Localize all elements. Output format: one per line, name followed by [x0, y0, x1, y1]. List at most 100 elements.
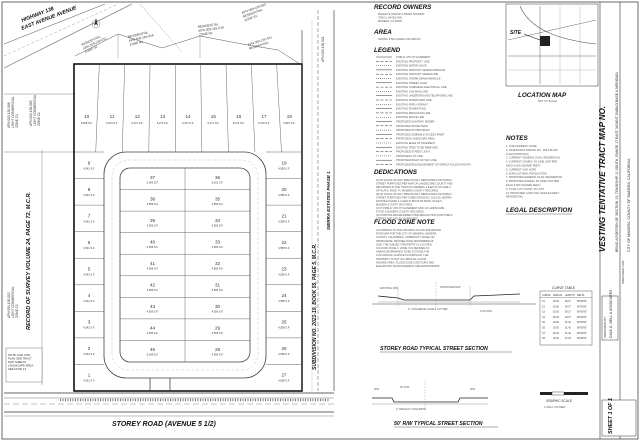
dedication-line: RECORDED IN THE TOWN OF MADERA, FILED IN…: [376, 185, 451, 189]
legend-item: PROPOSED RIGHT OF WAY LINE: [396, 158, 437, 162]
note-line: EACH 6,000 SQUARE FEET): [506, 164, 540, 168]
lot-number: 22: [281, 240, 287, 245]
west-parcel-label-2: APN 009-130-065LIGHT COMMERCIALZONE C1: [29, 94, 41, 126]
lot-area: 4,556 S.F.: [147, 267, 159, 271]
curve-cell: 90°00'00": [577, 306, 587, 308]
right-zone-label: APN 009-130-011: [321, 36, 325, 62]
legend-item: EXISTING STREET LIGHT: [396, 81, 428, 85]
note-line: RESIDENTIAL: [506, 195, 524, 199]
lot-number: 20: [281, 187, 287, 192]
lot-area: 4,541 S.F.: [83, 273, 95, 277]
lot-number: 21: [281, 213, 287, 218]
curve-cell: 20.00: [553, 322, 559, 324]
legend-item: EXISTING PROPERTY LINE: [396, 59, 430, 63]
owner-line-2: 7565 N. HAYES AVE.: [378, 16, 403, 20]
curve-cell: 20.00: [553, 338, 559, 340]
dedication-line: STREET PURPOSES PER MAP OF LANDSCORE COU…: [376, 182, 453, 186]
site-marker: [540, 36, 550, 46]
flood-line: HAZARD AREA. FLOOD ZONE CONTOURS AND: [376, 260, 434, 264]
area-line: GROSS: 9.56± ACRES (416,399 SF): [378, 37, 421, 41]
lot-number: 15: [211, 114, 217, 119]
lot-number: 45: [150, 347, 156, 352]
lot-number: 37: [150, 175, 156, 180]
dedication-line: (A) 50' RIGHT-OF-WAY PREVIOUSLY DEDICATE…: [376, 178, 452, 182]
legend-heading: LEGEND: [374, 47, 401, 54]
location-map-box: [505, 3, 599, 87]
lot-number: 4: [88, 293, 91, 298]
curve-cell: C8: [542, 338, 546, 340]
note-line: 6. AGRICULTURAL PRODUCTION: [506, 171, 547, 175]
lot-area: 4,921 S.F.: [83, 379, 95, 383]
lot-area: 4,558 S.F.: [278, 326, 290, 330]
lot-number: 25: [281, 320, 287, 325]
lot-area: 4,556 S.F.: [147, 288, 159, 292]
flood-zone-heading: FLOOD ZONE NOTE: [374, 219, 435, 226]
lot-area: 4,558 S.F.: [278, 166, 290, 170]
lot-number: 13: [160, 114, 166, 119]
lot-number: 6: [88, 240, 91, 245]
lot-area: 4,556 S.F.: [147, 245, 159, 249]
lot-number: 19: [281, 160, 287, 165]
lot-number: 7: [88, 213, 91, 218]
flood-line: 2008. THE SUBJECT PROPERTY IS LOCATED: [376, 242, 432, 246]
note-line: 2. ASSESSOR'S PARCEL NO.: 009-130-029: [506, 148, 558, 152]
west-parcel-label-1: APN 009-130-066LIGHT COMMERCIALZONE C1: [7, 96, 19, 128]
note-line: 8. PROPOSED ZONING: R1 (ONE UNIT PER: [506, 179, 559, 183]
lot-number: 11: [110, 114, 115, 119]
lot-area: 4,556 S.F.: [212, 310, 224, 314]
lot-number: 31: [215, 283, 221, 288]
note-line: 7. PROPOSED GENERAL PLAN: RESIDENTIAL: [506, 175, 563, 179]
lot-number: 33: [215, 239, 221, 244]
storey-road-section-diagram: EXISTING R/W PROPOSED R/W 6" CONCRETE CU…: [372, 282, 536, 313]
flood-line: ACCORDING TO THE NATIONAL FLOOD INSURANC…: [376, 228, 441, 232]
svg-text:6" CONCRETE CURB & GUTTER: 6" CONCRETE CURB & GUTTER: [408, 307, 448, 311]
lot-number: 28: [215, 347, 221, 352]
lot-area: 4,542 S.F.: [83, 299, 95, 303]
lot-area: 6,887 S.F.: [283, 121, 295, 125]
lot-number: 26: [281, 346, 287, 351]
lot-labels: 106,828 S.F.116,513 S.F.126,271 S.F.136,…: [81, 114, 296, 383]
flood-line: PROPERTY IS NOT IN A SPECIAL FLOOD: [376, 257, 426, 261]
site-tag: SITE: [510, 30, 522, 36]
nw-parcel-label: RESIDENTIALAPN 009-130-011ZONE R1: [81, 33, 109, 55]
note-line: 3. CURRENT GENERAL PLAN: RESIDENTIAL: [506, 156, 561, 160]
curve-cell: C5: [542, 322, 546, 324]
lot-number: 34: [215, 218, 221, 223]
flood-line: ELEVATIONS SHOWN HEREON ARE APPROXIMATE.: [376, 264, 440, 268]
lot-number: 18: [287, 114, 293, 119]
lot-number: 40: [150, 239, 156, 244]
legend-item: PUBLIC UTILITY EASEMENT: [396, 55, 431, 59]
storey-road-section-title: STOREY ROAD TYPICAL STREET SECTION: [380, 346, 488, 352]
lot-area: 6,513 S.F.: [106, 121, 118, 125]
svg-text:EXISTING R/W: EXISTING R/W: [380, 286, 398, 290]
curve-cell: 90°00'00": [577, 322, 587, 324]
lot-area: 5,161 S.F.: [212, 180, 224, 184]
prepared-by: PREPARED BY:: [603, 316, 607, 338]
legend-item: EXISTING TREE TO BE REMOVED: [396, 145, 438, 149]
curve-cell: 39.27: [565, 312, 571, 314]
legend-item: EXISTING WATER VALVE: [396, 64, 427, 68]
lot-number: 39: [150, 218, 156, 223]
dedication-line: MADERA COUNTY RECORDS.: [376, 203, 413, 207]
prepared-for: PREPARED FOR:: [621, 260, 625, 284]
flood-line: AREAS DETERMINED TO BE OUTSIDE THE: [376, 250, 429, 254]
lot-number: 5: [88, 267, 91, 272]
location-map-sub: NOT TO SCALE: [538, 99, 557, 103]
curve-cell: C4: [542, 317, 546, 319]
svg-text:2" ASPHALT CONCRETE: 2" ASPHALT CONCRETE: [396, 407, 426, 411]
dedication-line: ESTATES PHASE 1, FILED IN BOOK 55 MAPS, …: [376, 199, 443, 203]
flood-line: 0.2% ANNUAL CHANCE FLOODPLAIN. THE: [376, 253, 429, 257]
curve-col-header: CURVE: [542, 294, 551, 297]
legend-item: PROPOSED WATER MAIN: [396, 124, 428, 128]
right-column: SITE LOCATION MAP NOT TO SCALE NOTES 1. …: [505, 2, 637, 439]
lot-number: 3: [88, 320, 91, 325]
lot-number: 24: [281, 293, 287, 298]
lot-number: 23: [281, 267, 287, 272]
north-arrow-icon: [91, 18, 101, 29]
dedication-line: 5' PUE & MADERA COUNTY RECORDS.: [376, 210, 424, 214]
lot-number: 32: [215, 261, 221, 266]
curve-cell: 90°00'00": [577, 328, 587, 330]
legend-item: PROPOSED LOT LINE: [396, 154, 423, 158]
